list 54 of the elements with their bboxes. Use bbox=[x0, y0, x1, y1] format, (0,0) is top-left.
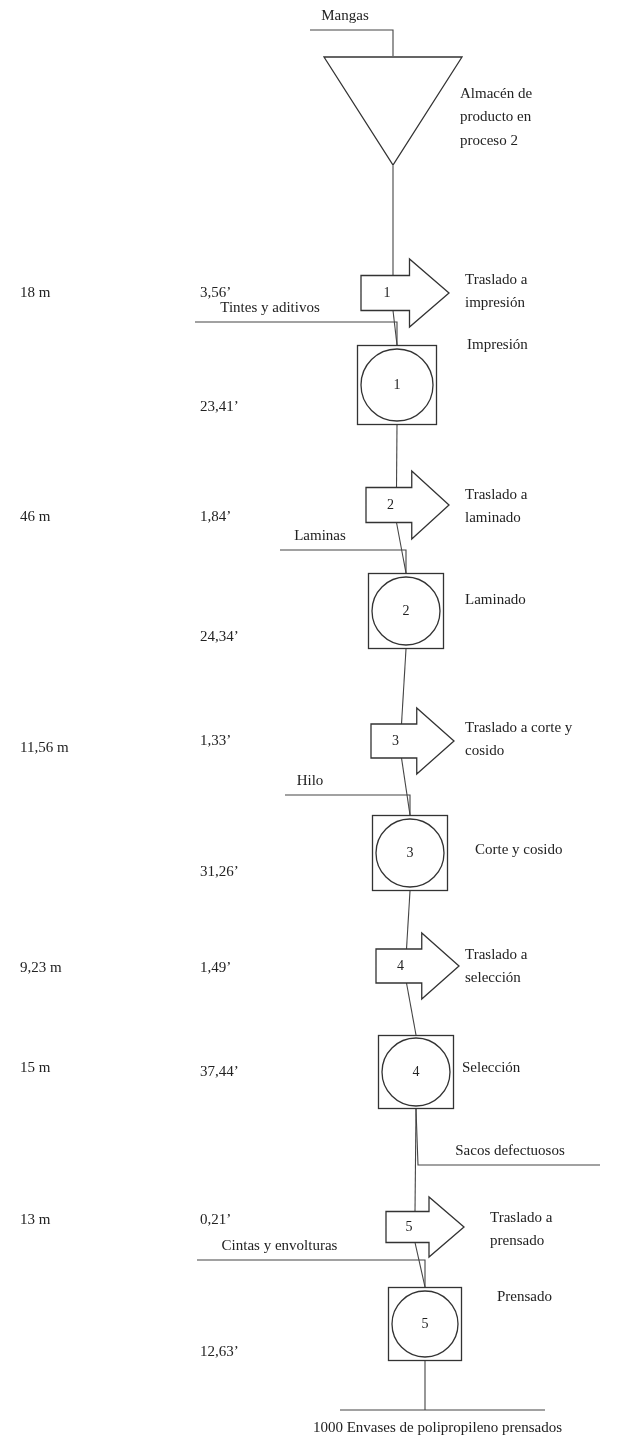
flow-line bbox=[400, 648, 407, 725]
step-number: 5 bbox=[420, 1317, 430, 1331]
time-label: 12,63’ bbox=[200, 1342, 239, 1361]
step-label: Traslado a laminado bbox=[465, 485, 529, 528]
time-label: 31,26’ bbox=[200, 862, 239, 881]
flow-line bbox=[284, 794, 411, 816]
time-label: 1,33’ bbox=[200, 731, 232, 750]
step-label: Traslado a corte y cosido bbox=[465, 718, 574, 761]
flow-line bbox=[196, 1259, 426, 1288]
flow-line bbox=[339, 1360, 546, 1411]
step-label: Almacén de producto en proceso 2 bbox=[460, 84, 534, 150]
distance-label: 11,56 m bbox=[20, 738, 69, 757]
flow-line bbox=[395, 424, 398, 489]
step-label: Traslado a selección bbox=[465, 945, 529, 988]
material-label: Laminas bbox=[280, 526, 360, 550]
step-number: 1 bbox=[392, 378, 402, 392]
time-label: 37,44’ bbox=[200, 1062, 239, 1081]
flow-line bbox=[279, 549, 407, 574]
step-number: 3 bbox=[405, 846, 415, 860]
material-label: Mangas bbox=[310, 6, 380, 30]
distance-label: 9,23 m bbox=[20, 958, 62, 977]
step-label: Corte y cosido bbox=[475, 840, 563, 859]
time-label: 23,41’ bbox=[200, 397, 239, 416]
step-number: 4 bbox=[411, 1065, 421, 1079]
time-label: 1,49’ bbox=[200, 958, 232, 977]
material-label: Hilo bbox=[285, 771, 335, 795]
flow-line bbox=[405, 890, 411, 950]
step-number: 5 bbox=[404, 1220, 414, 1234]
material-label: 1000 Envases de polipropileno prensados bbox=[270, 1410, 605, 1440]
step-label: Prensado bbox=[497, 1287, 552, 1306]
material-label: Cintas y envolturas bbox=[197, 1236, 362, 1260]
step-label: Laminado bbox=[465, 590, 526, 609]
material-label: Sacos defectuosos bbox=[420, 1141, 600, 1165]
time-label: 24,34’ bbox=[200, 627, 239, 646]
flow-line bbox=[405, 982, 417, 1036]
flow-line bbox=[415, 1108, 601, 1166]
flow-line bbox=[392, 165, 394, 277]
step-label: Traslado a prensado bbox=[490, 1208, 554, 1251]
step-number: 1 bbox=[382, 286, 392, 300]
step-number: 2 bbox=[386, 498, 395, 512]
flow-line bbox=[309, 29, 394, 57]
step-label: Selección bbox=[462, 1058, 521, 1077]
step-number: 3 bbox=[391, 734, 400, 748]
step-label: Impresión bbox=[467, 335, 528, 354]
distance-label: 13 m bbox=[20, 1210, 51, 1229]
distance-label: 15 m bbox=[20, 1058, 51, 1077]
time-label: 1,84’ bbox=[200, 507, 232, 526]
time-label: 0,21’ bbox=[200, 1210, 232, 1229]
step-label: Traslado a impresión bbox=[465, 270, 529, 313]
flow-line bbox=[194, 321, 398, 346]
step-number: 4 bbox=[396, 959, 405, 973]
distance-label: 18 m bbox=[20, 283, 51, 302]
distance-label: 46 m bbox=[20, 507, 51, 526]
step-number: 2 bbox=[401, 604, 411, 618]
